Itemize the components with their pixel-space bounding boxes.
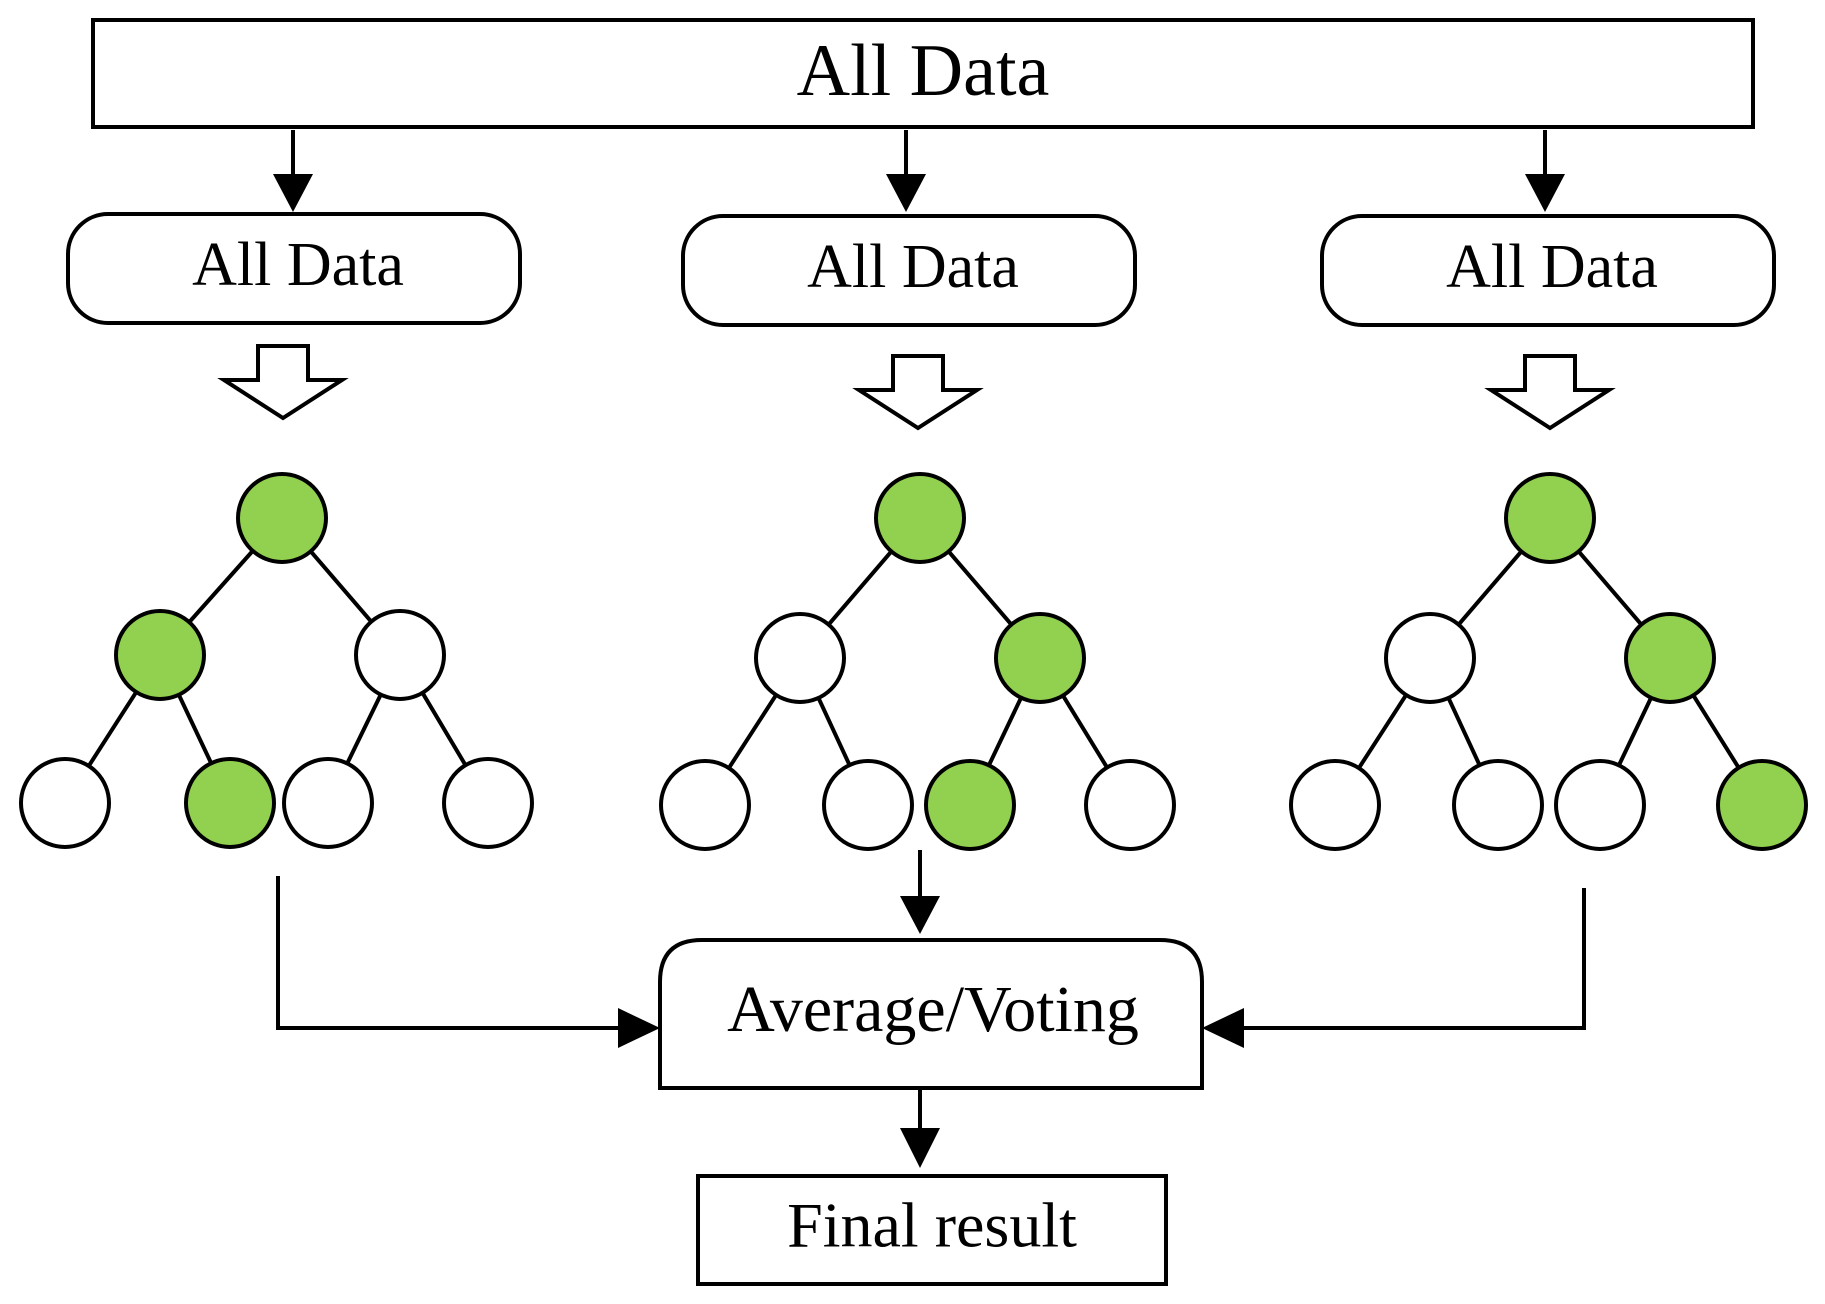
- decision-tree-2: [659, 472, 1176, 851]
- left-child-node: [1384, 612, 1476, 704]
- split-arrowhead-1: [273, 174, 313, 212]
- hollow-arrow-3: [1484, 354, 1616, 431]
- tree-edge: [1617, 696, 1653, 767]
- left-left-leaf-node: [19, 757, 111, 849]
- hollow-arrow-2: [852, 354, 984, 431]
- right-child-node: [994, 612, 1086, 704]
- left-right-leaf-node: [184, 757, 276, 849]
- decision-tree-1: [19, 472, 534, 849]
- right-left-leaf-node: [282, 757, 374, 849]
- aggregate-box: Average/Voting: [658, 938, 1204, 1090]
- aggregate-arrowhead-left: [618, 1008, 660, 1048]
- top-data-label: All Data: [797, 30, 1050, 112]
- left-child-node: [114, 609, 206, 701]
- left-left-leaf-node: [1289, 759, 1381, 851]
- tree-edge: [309, 550, 373, 623]
- tree-edge: [345, 693, 383, 765]
- right-left-leaf-node: [924, 759, 1016, 851]
- tree-edge: [187, 549, 255, 624]
- tree-edge: [1446, 697, 1482, 766]
- right-child-node: [1624, 612, 1716, 704]
- right-child-node: [354, 609, 446, 701]
- aggregation-arrows: [276, 850, 1586, 1048]
- root-node: [874, 472, 966, 564]
- aggregate-arrowhead-middle: [900, 896, 940, 934]
- right-right-leaf-node: [442, 757, 534, 849]
- tree-edge: [727, 693, 778, 770]
- subset-box-2: All Data: [681, 214, 1137, 327]
- subset-box-1: All Data: [66, 212, 522, 325]
- hollow-arrow-1: [217, 344, 349, 421]
- aggregate-arrowhead-right: [1202, 1008, 1244, 1048]
- tree-edge: [1577, 550, 1643, 626]
- subset-label-2: All Data: [807, 233, 1019, 301]
- tree-edge: [947, 550, 1013, 626]
- tree-edge: [177, 693, 213, 765]
- root-node: [1504, 472, 1596, 564]
- right-left-leaf-node: [1554, 759, 1646, 851]
- tree-edge: [87, 690, 138, 768]
- tree-edge: [1691, 694, 1741, 769]
- subset-label-3: All Data: [1446, 233, 1658, 301]
- tree-edge: [1457, 550, 1523, 626]
- tree-edge: [816, 697, 852, 766]
- top-data-box: All Data: [91, 18, 1755, 129]
- right-right-leaf-node: [1084, 759, 1176, 851]
- final-result-box: Final result: [696, 1174, 1168, 1286]
- subset-box-3: All Data: [1320, 214, 1776, 327]
- split-arrowhead-2: [886, 174, 926, 212]
- decision-tree-3: [1289, 472, 1808, 851]
- aggregate-arrow-left: [276, 876, 618, 1030]
- left-right-leaf-node: [822, 759, 914, 851]
- aggregate-arrow-right: [1244, 888, 1586, 1030]
- tree-edge: [1357, 693, 1408, 770]
- right-right-leaf-node: [1716, 759, 1808, 851]
- tree-edge: [987, 696, 1023, 767]
- left-right-leaf-node: [1452, 759, 1544, 851]
- final-result-label: Final result: [787, 1190, 1077, 1261]
- tree-edge: [827, 550, 893, 626]
- left-left-leaf-node: [659, 759, 751, 851]
- root-node: [236, 472, 328, 564]
- tree-edge: [1061, 694, 1109, 769]
- final-arrowhead: [900, 1128, 940, 1168]
- split-arrows: [273, 130, 1565, 212]
- aggregate-label: Average/Voting: [727, 973, 1139, 1046]
- split-arrowhead-3: [1525, 174, 1565, 212]
- tree-edge: [420, 691, 468, 767]
- subset-label-1: All Data: [192, 231, 404, 299]
- left-child-node: [754, 612, 846, 704]
